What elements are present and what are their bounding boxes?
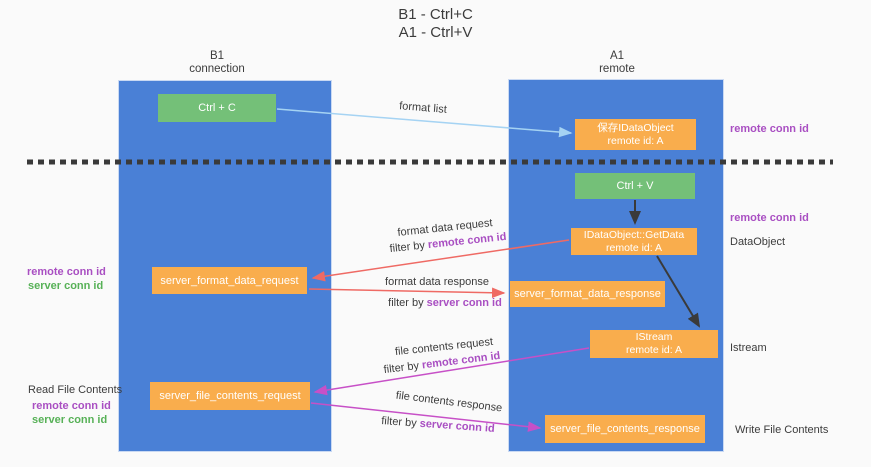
right-remote-conn-id-top-label: remote conn id: [730, 123, 809, 135]
ctrl-c-node: Ctrl + C: [158, 94, 276, 122]
server-conn-id-text: server conn id: [419, 417, 496, 435]
getdata-line1: IDataObject::GetData: [583, 228, 685, 241]
format-list-label: format list: [398, 100, 448, 116]
istream-line2: remote id: A: [625, 344, 683, 356]
column-b1-name: B1: [209, 50, 225, 62]
format-data-response-label: format data response: [385, 276, 489, 288]
server-file-contents-response-label: server_file_contents_response: [550, 423, 700, 435]
server-format-data-response-node: server_format_data_response: [510, 281, 665, 307]
left-remote-conn-id-top-label: remote conn id: [27, 266, 106, 278]
right-dataobject-label: DataObject: [730, 236, 786, 248]
column-a1-name: A1: [609, 50, 625, 62]
column-header-b1: B1 connection: [157, 50, 277, 76]
server-format-data-request-label: server_format_data_request: [160, 274, 299, 287]
ctrl-v-label: Ctrl + V: [616, 180, 654, 192]
column-header-a1: A1 remote: [557, 50, 677, 76]
column-a1-role: remote: [599, 63, 635, 75]
left-server-conn-id-top-label: server conn id: [28, 280, 104, 292]
save-idataobject-line2: remote id: A: [607, 134, 664, 147]
server-file-contents-response-node: server_file_contents_response: [545, 415, 705, 443]
filter-by-text: filter by: [383, 359, 420, 377]
title-line-2: A1 - Ctrl+V: [398, 24, 473, 41]
left-read-file-contents-label: Read File Contents: [28, 384, 123, 396]
filter-by-text: filter by: [389, 239, 426, 256]
save-idataobject-node: 保存IDataObject remote id: A: [575, 119, 696, 150]
column-b1-role: connection: [189, 63, 245, 75]
istream-node: IStream remote id: A: [590, 330, 718, 358]
server-file-contents-request-node: server_file_contents_request: [150, 382, 310, 410]
ctrl-v-node: Ctrl + V: [575, 173, 695, 199]
filter-by-text: filter by: [380, 415, 418, 430]
ctrl-c-label: Ctrl + C: [198, 102, 236, 114]
right-remote-conn-id-mid-label: remote conn id: [730, 212, 809, 224]
istream-line1: IStream: [635, 331, 673, 343]
filter-by-text: filter by: [388, 297, 424, 309]
diagram-title: B1 - Ctrl+C A1 - Ctrl+V: [0, 6, 871, 42]
server-file-contents-request-label: server_file_contents_request: [159, 390, 301, 402]
format-data-response-arrow: [308, 287, 506, 299]
getdata-line2: remote id: A: [605, 241, 663, 254]
right-write-file-contents-label: Write File Contents: [735, 424, 829, 436]
idataobject-getdata-node: IDataObject::GetData remote id: A: [571, 228, 697, 255]
left-server-conn-id-bottom-label: server conn id: [32, 414, 108, 426]
server-format-data-request-node: server_format_data_request: [152, 267, 307, 294]
right-istream-label: Istream: [730, 342, 767, 354]
title-line-1: B1 - Ctrl+C: [398, 6, 473, 23]
left-remote-conn-id-bottom-label: remote conn id: [32, 400, 111, 412]
server-conn-id-text: server conn id: [426, 297, 502, 309]
server-format-data-response-label: server_format_data_response: [514, 288, 661, 300]
save-idataobject-line1: 保存IDataObject: [597, 121, 674, 134]
file-contents-response-label: file contents response: [395, 389, 503, 415]
